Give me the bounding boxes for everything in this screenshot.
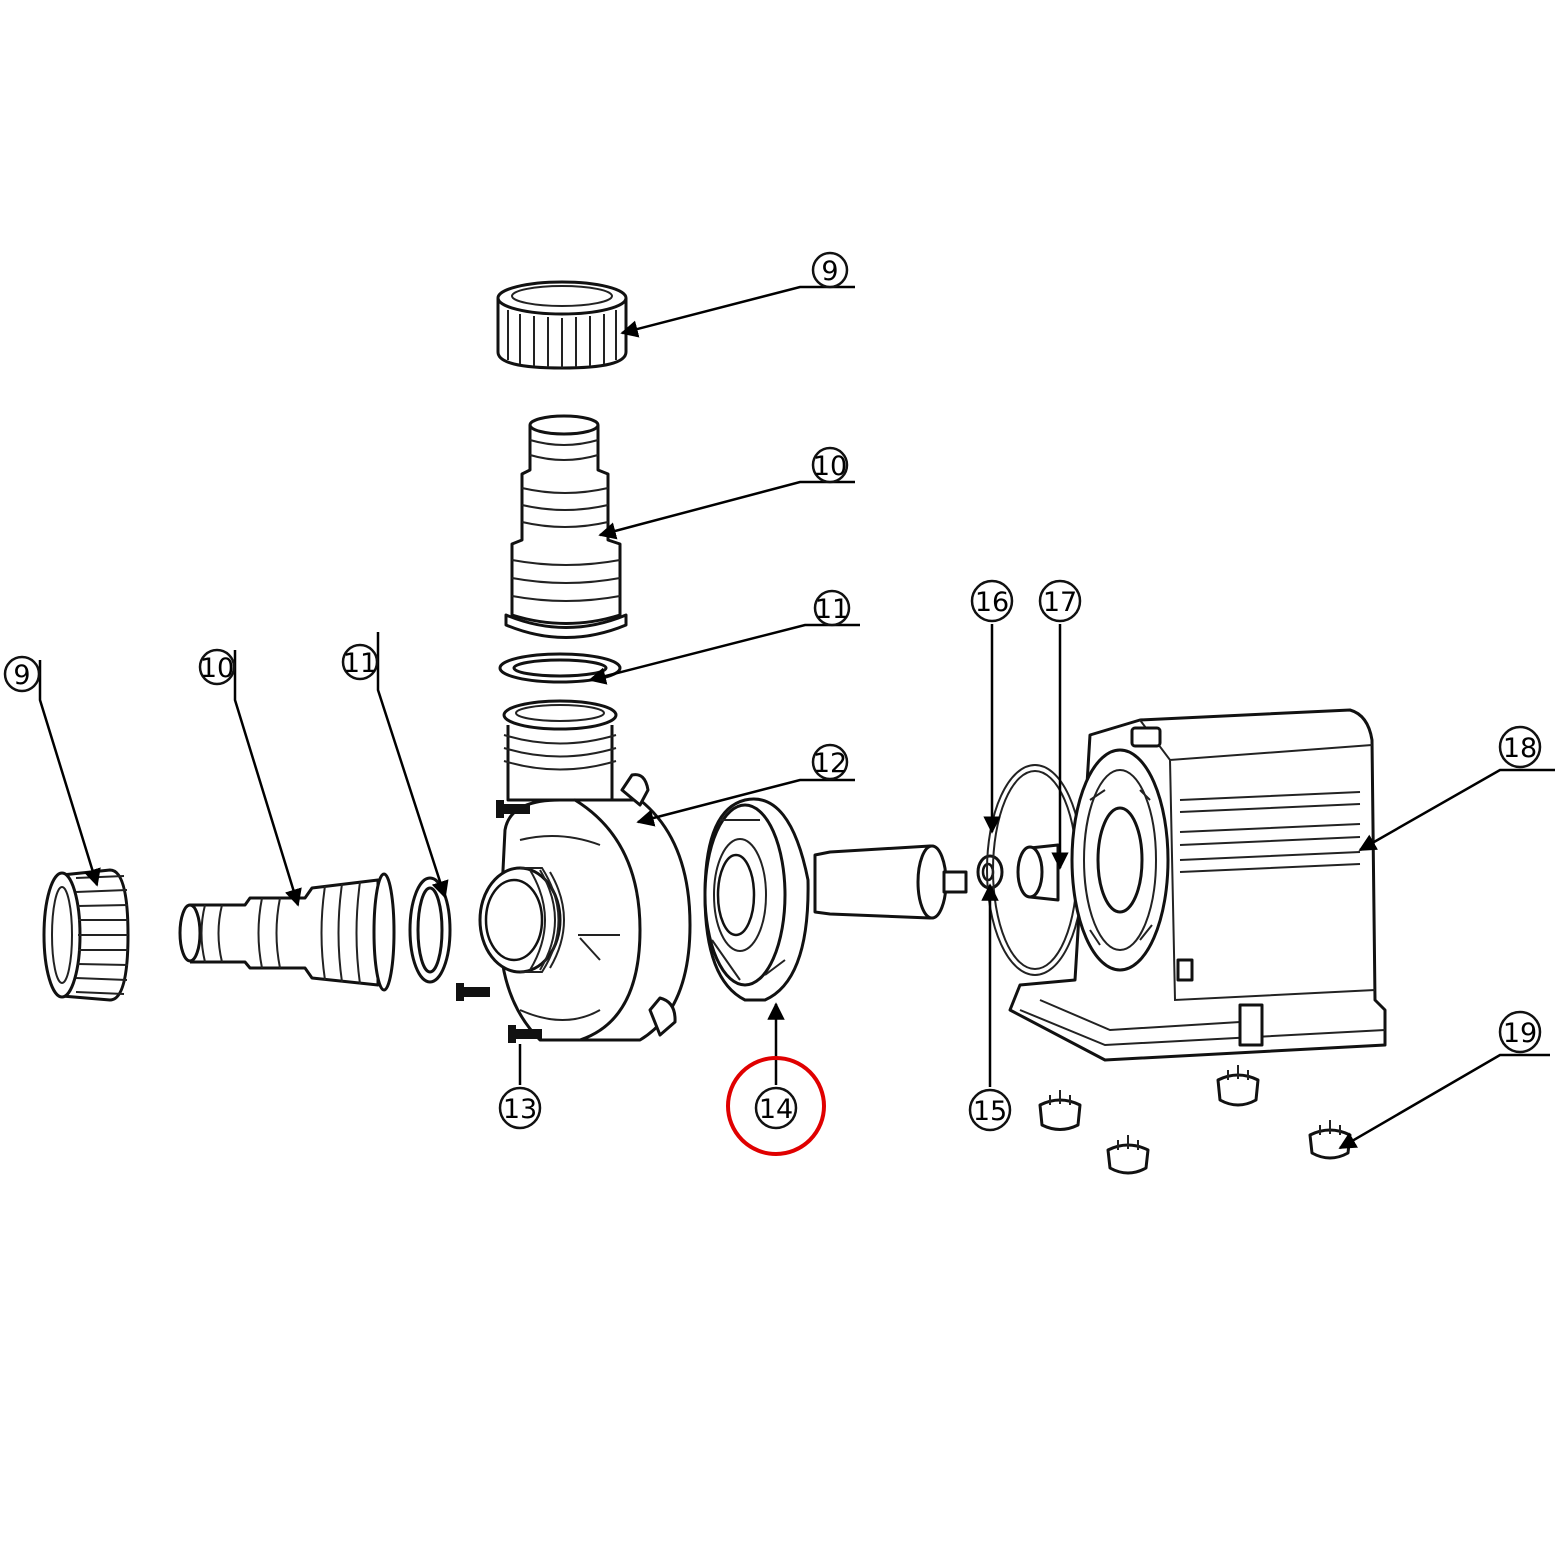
nut-top	[496, 280, 628, 370]
impeller-cover	[703, 797, 810, 1002]
svg-text:19: 19	[1503, 1018, 1537, 1049]
callout-10-left: 10	[198, 648, 236, 686]
callout-10-top: 10	[811, 446, 849, 484]
bearing	[976, 854, 1004, 890]
callout-13: 13	[498, 1086, 542, 1130]
foot-1	[1038, 1090, 1082, 1131]
hose-barb-left	[178, 872, 396, 992]
pump-housing	[478, 699, 692, 1042]
callout-9-left: 9	[3, 655, 41, 693]
nut-left	[42, 868, 130, 1002]
svg-text:11: 11	[815, 594, 849, 625]
hose-barb-top	[504, 414, 628, 639]
svg-text:12: 12	[813, 748, 847, 779]
svg-text:10: 10	[200, 653, 234, 684]
impeller-rotor	[813, 844, 968, 920]
callout-9-top: 9	[811, 251, 849, 289]
callout-16: 16	[970, 579, 1014, 623]
svg-text:17: 17	[1043, 587, 1077, 618]
callout-19: 19	[1498, 1010, 1542, 1054]
rubber-feet	[1038, 1065, 1352, 1175]
svg-text:10: 10	[813, 451, 847, 482]
callout-17: 17	[1038, 579, 1082, 623]
callout-18: 18	[1498, 725, 1542, 769]
callout-14: 14	[754, 1086, 798, 1130]
svg-text:15: 15	[973, 1096, 1007, 1127]
callout-11-top: 11	[813, 589, 851, 627]
svg-text:14: 14	[759, 1094, 793, 1125]
svg-text:11: 11	[343, 648, 377, 679]
rubber-sleeve	[1016, 843, 1060, 902]
o-ring-left	[408, 876, 452, 984]
svg-text:18: 18	[1503, 733, 1537, 764]
screws	[456, 800, 542, 1043]
svg-text:9: 9	[821, 256, 838, 287]
highlight-circle	[726, 1056, 826, 1156]
foot-2	[1216, 1065, 1260, 1107]
leader-lines	[38, 285, 1555, 1150]
svg-text:13: 13	[503, 1094, 537, 1125]
callout-11-left: 11	[341, 643, 379, 681]
foot-4	[1308, 1120, 1352, 1160]
motor-body	[1008, 708, 1387, 1062]
callout-12: 12	[811, 743, 849, 781]
foot-3	[1106, 1135, 1150, 1175]
svg-text:9: 9	[13, 660, 30, 691]
callout-15: 15	[968, 1088, 1012, 1132]
svg-text:16: 16	[975, 587, 1009, 618]
